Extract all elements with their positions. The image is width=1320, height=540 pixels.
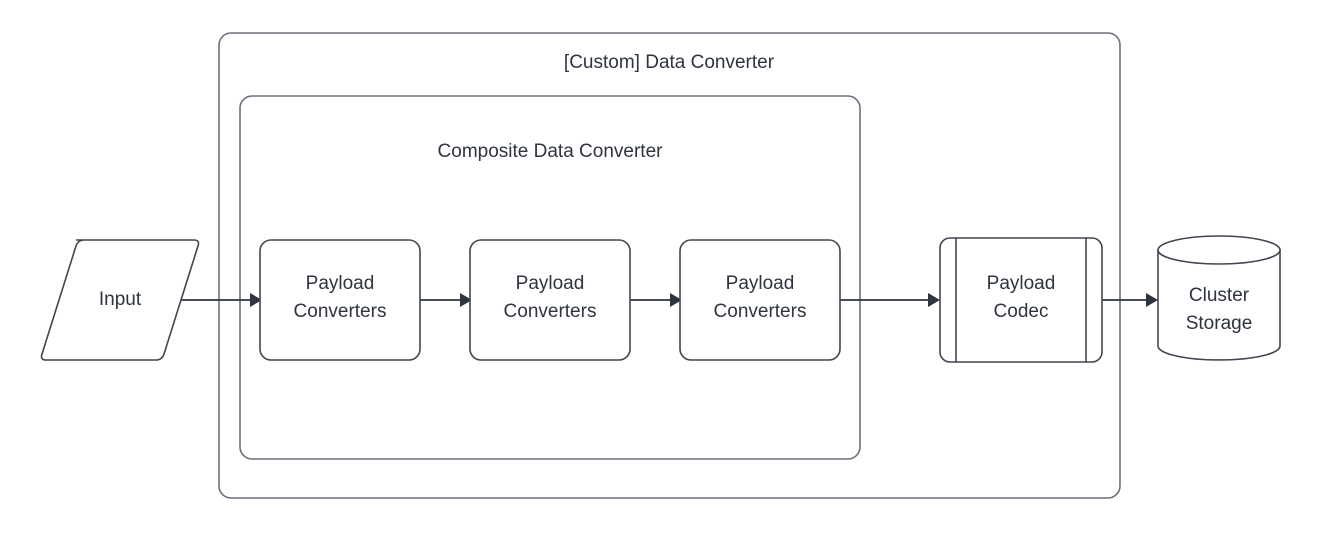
- node-payload-converters-3[interactable]: Payload Converters: [679, 239, 841, 361]
- arrow-head-icon: [928, 293, 940, 307]
- payload-converters-2-box[interactable]: [469, 239, 631, 361]
- payload-converters-3-box[interactable]: [679, 239, 841, 361]
- arrow-head-icon: [250, 293, 262, 307]
- node-payload-converters-1[interactable]: Payload Converters: [259, 239, 421, 361]
- cluster-storage-label-line-1: Cluster: [1189, 285, 1250, 306]
- payload-converters-3-label-line-1: Payload: [726, 273, 795, 294]
- node-input[interactable]: Input: [40, 239, 200, 361]
- edge-input-to-payload-converters-1: [178, 293, 262, 307]
- edge-pc2-to-pc3: [630, 293, 682, 307]
- payload-converters-1-box[interactable]: [259, 239, 421, 361]
- arrow-head-icon: [460, 293, 472, 307]
- payload-converters-3-label-line-2: Converters: [714, 301, 807, 322]
- node-payload-codec[interactable]: Payload Codec: [939, 237, 1103, 363]
- payload-converters-1-label-line-1: Payload: [306, 273, 375, 294]
- edge-payload-codec-to-cluster-storage: [1102, 293, 1158, 307]
- composite-data-converter-label: Composite Data Converter: [438, 141, 664, 162]
- arrow-head-icon: [670, 293, 682, 307]
- payload-codec-label-line-1: Payload: [987, 273, 1056, 294]
- edge-pc3-to-payload-codec: [840, 293, 940, 307]
- input-label: Input: [99, 289, 142, 310]
- input-parallelogram[interactable]: [40, 239, 200, 361]
- payload-converters-2-label-line-2: Converters: [504, 301, 597, 322]
- edge-pc1-to-pc2: [420, 293, 472, 307]
- payload-converters-2-label-line-1: Payload: [516, 273, 585, 294]
- arrow-head-icon: [1146, 293, 1158, 307]
- cluster-storage-label-line-2: Storage: [1186, 313, 1253, 334]
- payload-converters-1-label-line-2: Converters: [294, 301, 387, 322]
- custom-data-converter-label: [Custom] Data Converter: [564, 52, 775, 73]
- cluster-storage-body[interactable]: [1157, 249, 1281, 361]
- node-payload-converters-2[interactable]: Payload Converters: [469, 239, 631, 361]
- node-cluster-storage[interactable]: Cluster Storage: [1157, 235, 1281, 361]
- payload-codec-label-line-2: Codec: [994, 301, 1049, 322]
- cluster-storage-top-ellipse: [1157, 235, 1281, 265]
- payload-codec-box[interactable]: [939, 237, 1103, 363]
